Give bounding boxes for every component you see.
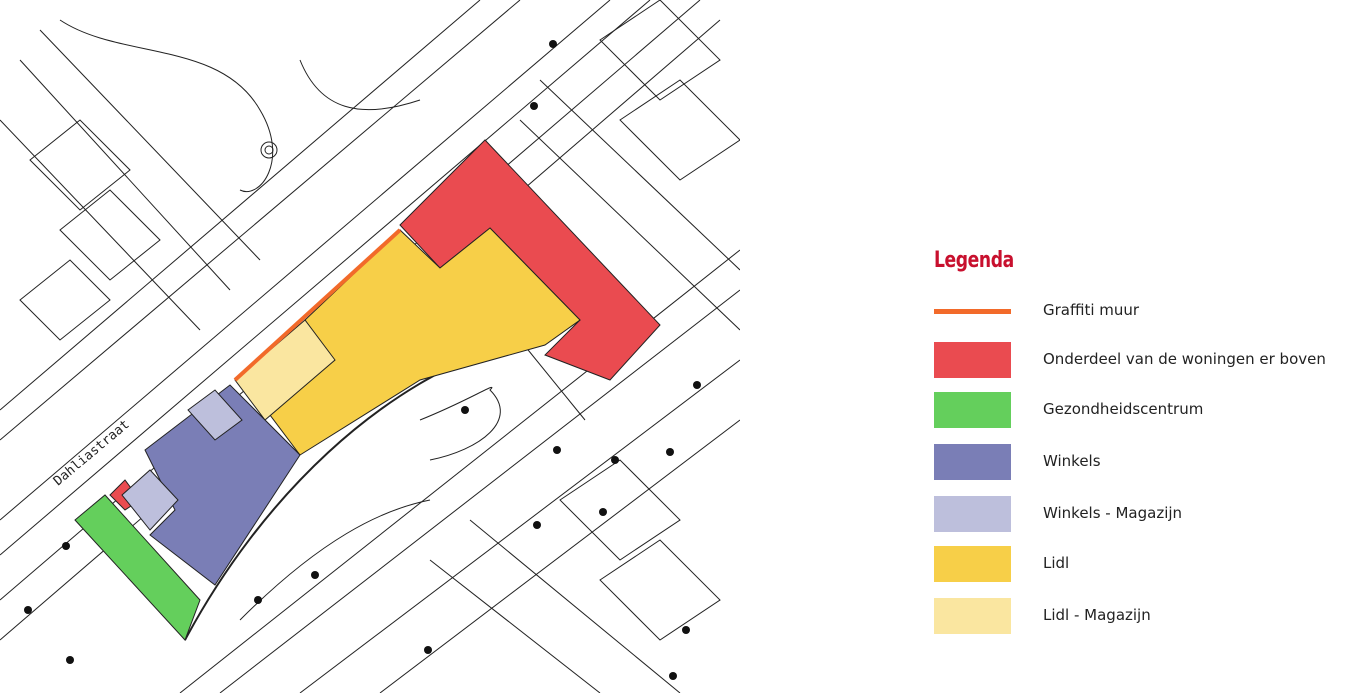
tree-dots [24,40,701,680]
street-label: Dahliastraat [51,417,133,489]
block-winkels-magazijn-1 [187,389,243,441]
site-blocks [74,139,661,641]
legend-swatch [934,598,1011,634]
block-winkels [144,384,301,586]
site-map: Dahliastraat [0,0,740,693]
legend-item-winkels-magazijn: Winkels - Magazijn [934,496,1354,532]
block-gezondheid [74,494,201,641]
legend-label: Onderdeel van de woningen er boven [1043,350,1326,368]
legend-label: Graffiti muur [1043,301,1140,319]
legend-label: Winkels [1043,452,1101,470]
legend-label: Gezondheidscentrum [1043,400,1204,418]
legend-label: Lidl - Magazijn [1043,606,1151,624]
graffiti-wall-map [233,228,402,382]
legend-swatch [934,546,1011,582]
legend-item-gezondheidscentrum: Gezondheidscentrum [934,392,1354,428]
legend-item-lidl-magazijn: Lidl - Magazijn [934,598,1354,634]
legend-swatch [934,309,1011,314]
legend-title: Legenda [934,248,1014,273]
legend-item-woningen: Onderdeel van de woningen er boven [934,342,1354,378]
legend: Legenda Graffiti muur Onderdeel van de w… [934,248,1354,634]
legend-swatch [934,342,1011,378]
fountain-icon [260,141,278,159]
legend-swatch [934,444,1011,480]
legend-item-lidl: Lidl [934,546,1354,582]
legend-swatch [934,392,1011,428]
block-winkels-magazijn-2 [121,469,179,531]
legend-label: Lidl [1043,554,1070,572]
legend-item-winkels: Winkels [934,444,1354,480]
legend-swatch [934,496,1011,532]
street-lines [0,0,740,693]
legend-item-graffiti: Graffiti muur [934,293,1354,329]
legend-label: Winkels - Magazijn [1043,504,1183,522]
